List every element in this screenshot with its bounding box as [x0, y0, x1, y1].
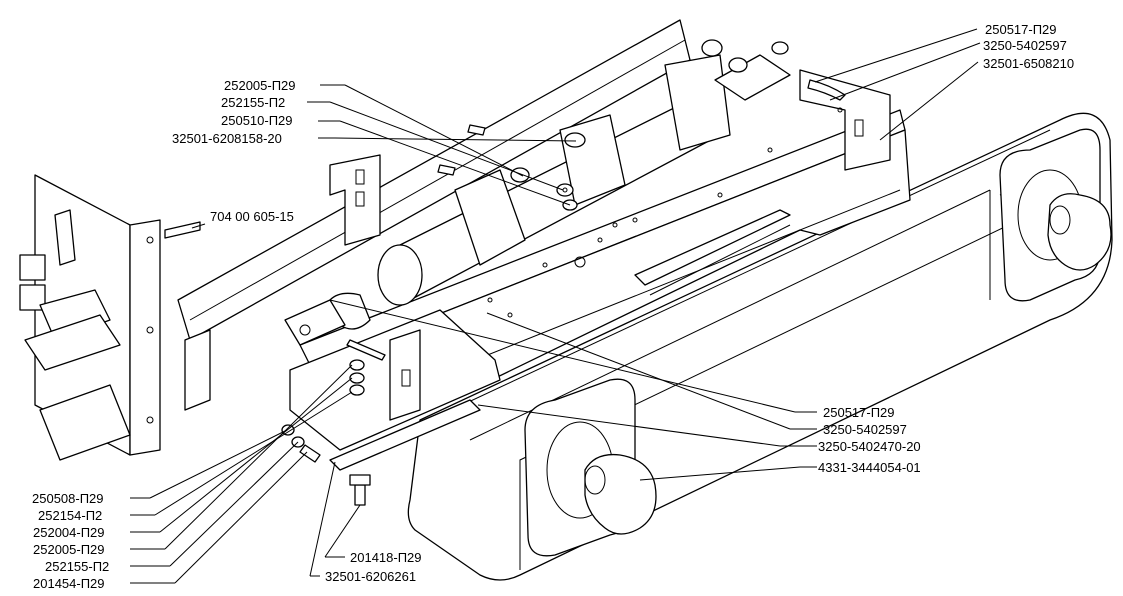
fasteners [164, 39, 843, 506]
lower-bracket [289, 309, 501, 471]
callout-labels: 250517-П29 3250-5402597 32501-6508210 25… [32, 22, 1074, 591]
label-252155-bot: 252155-П2 [45, 559, 109, 574]
left-bracket [329, 154, 381, 246]
label-252154: 252154-П2 [38, 508, 102, 523]
label-4331-3444054-01: 4331-3444054-01 [818, 460, 921, 475]
right-bracket [799, 69, 891, 171]
label-252155-top: 252155-П2 [221, 95, 285, 110]
label-32501-6208158-20: 32501-6208158-20 [172, 131, 282, 146]
pneumatic-cylinder [284, 54, 791, 346]
label-3250-5402597-top: 3250-5402597 [983, 38, 1067, 53]
label-250510: 250510-П29 [221, 113, 293, 128]
label-250508: 250508-П29 [32, 491, 104, 506]
electrical-panel [19, 174, 161, 461]
left-window-knob [524, 378, 657, 557]
label-252004: 252004-П29 [33, 525, 105, 540]
label-252005-top: 252005-П29 [224, 78, 296, 93]
guide-rail [634, 209, 791, 296]
leader-lines [130, 28, 981, 584]
right-window-knob [999, 128, 1112, 302]
label-252005-bot: 252005-П29 [33, 542, 105, 557]
label-3250-5402470-20: 3250-5402470-20 [818, 439, 921, 454]
label-201418: 201418-П29 [350, 550, 422, 565]
label-3250-5402597-mid: 3250-5402597 [823, 422, 907, 437]
label-32501-6206261: 32501-6206261 [325, 569, 416, 584]
label-250517-top: 250517-П29 [985, 22, 1057, 37]
label-201454: 201454-П29 [33, 576, 105, 591]
label-32501-6508210: 32501-6508210 [983, 56, 1074, 71]
label-704-00-605-15: 704 00 605-15 [210, 209, 294, 224]
label-250517-mid: 250517-П29 [823, 405, 895, 420]
